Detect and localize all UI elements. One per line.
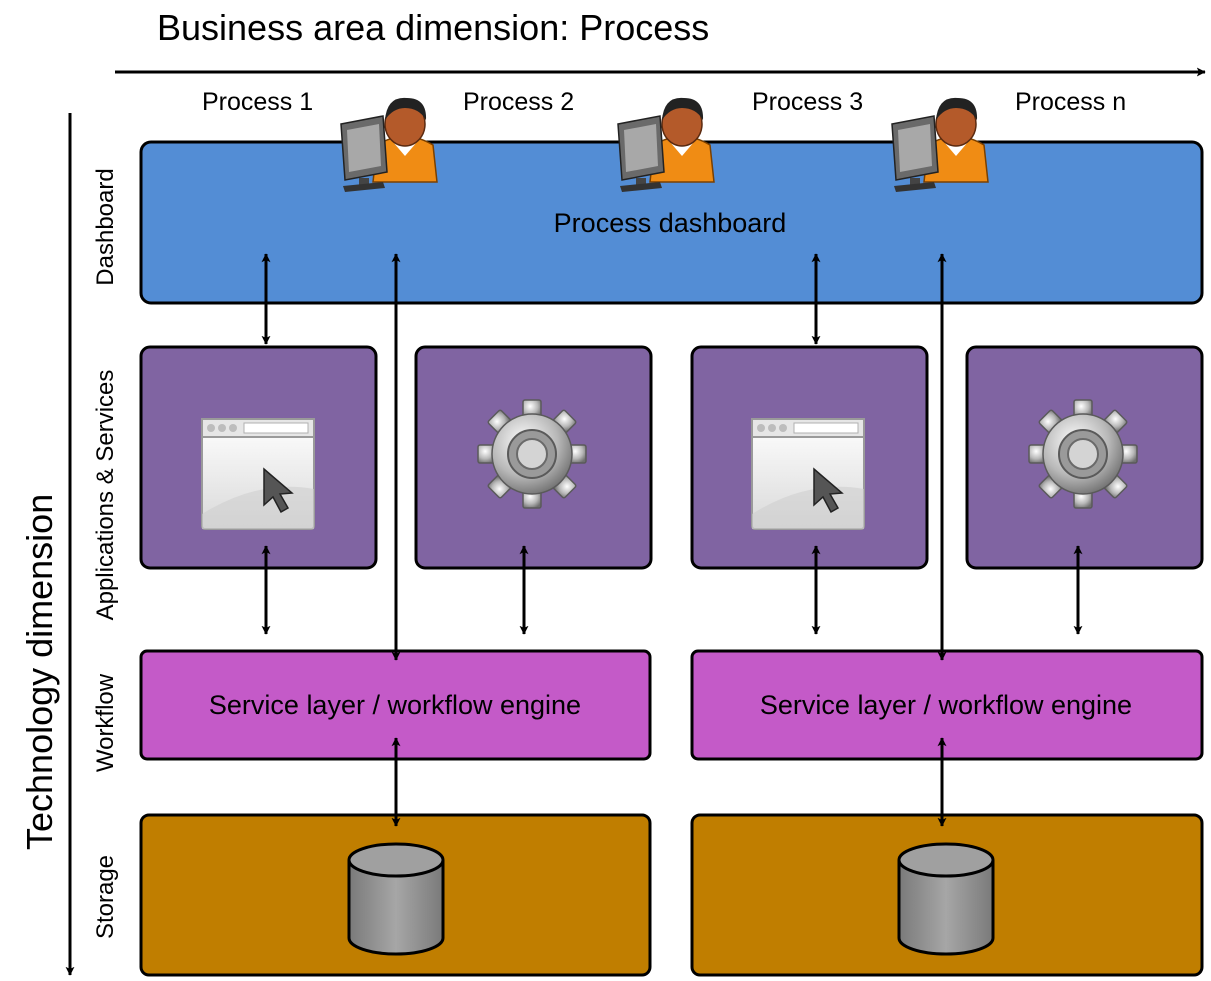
user-at-computer-icon xyxy=(617,97,715,192)
workflow-engine-box-2 xyxy=(690,649,1204,761)
database-icon xyxy=(347,842,445,956)
horizontal-axis-title: Business area dimension: Process xyxy=(157,7,709,48)
workflow-engine-label-1: Service layer / workflow engine xyxy=(209,690,581,720)
browser-window-icon xyxy=(201,418,315,530)
layer-label-workflow: Workflow xyxy=(92,673,119,772)
layer-label-applications: Applications & Services xyxy=(92,370,119,621)
process-label-n: Process n xyxy=(1015,88,1126,116)
layer-label-dashboard: Dashboard xyxy=(92,168,119,285)
layer-label-storage: Storage xyxy=(92,855,119,939)
gear-icon xyxy=(1028,399,1138,509)
connector-arrows xyxy=(261,253,1083,827)
browser-window-icon xyxy=(751,418,865,530)
user-at-computer-icon xyxy=(340,97,438,192)
gear-icon xyxy=(477,399,587,509)
user-at-computer-icon xyxy=(891,97,989,192)
process-dashboard-label: Process dashboard xyxy=(554,208,787,238)
process-label-2: Process 2 xyxy=(463,88,574,116)
process-label-1: Process 1 xyxy=(202,88,313,116)
vertical-axis-title: Technology dimension xyxy=(19,494,60,850)
process-label-3: Process 3 xyxy=(752,88,863,116)
database-icon xyxy=(897,842,995,956)
workflow-engine-label-2: Service layer / workflow engine xyxy=(760,690,1132,720)
